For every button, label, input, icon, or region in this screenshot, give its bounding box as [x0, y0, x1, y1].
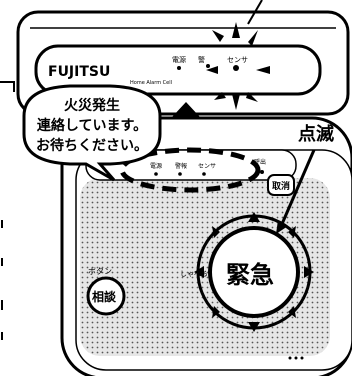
unknown-label: 呼出 [254, 158, 266, 166]
blink-label: 点滅 [298, 123, 334, 145]
cancel-button[interactable]: 取消 [267, 174, 295, 196]
arrow-left-icon [206, 66, 218, 74]
consult-button-label: 相談 [92, 289, 117, 304]
emergency-button-area: 緊急 [194, 212, 314, 332]
highlight-dashed-ellipse: 電源 警報 センサ [119, 147, 261, 193]
small-label-power: 電源 [150, 162, 162, 170]
arrow-left-icon [256, 66, 270, 74]
alarm-indicator-label: 警 [198, 55, 205, 64]
unknown-dot [260, 170, 264, 174]
bubble-line-1: 火災発生 [64, 97, 120, 114]
bubble-line-3: お待ちください。 [36, 137, 148, 154]
consult-button[interactable]: ボタン 相談 [86, 267, 126, 316]
bubble-line-2: 連絡しています。 [37, 117, 147, 134]
brand-logo: FUJITSU [48, 64, 110, 80]
alarm-led [206, 64, 210, 68]
small-label-sensor: センサ [198, 163, 216, 170]
mic-hint: しゃべる [180, 270, 208, 278]
cancel-button-label: 取消 [272, 180, 290, 192]
power-indicator-label: 電源 [172, 55, 186, 64]
sensor-led [233, 65, 239, 71]
power-led [177, 66, 181, 70]
speech-bubble: 火災発生 連絡しています。 お待ちください。 [22, 84, 162, 182]
left-frame-fragment [0, 81, 15, 340]
model-line: Home Alarm Cell [130, 80, 172, 86]
blink-annotation: 点滅 [276, 123, 334, 234]
emergency-button-label: 緊急 [226, 261, 274, 289]
consult-caption: ボタン [88, 267, 112, 276]
emergency-blink-triangles [194, 212, 314, 332]
emergency-button[interactable] [208, 226, 300, 318]
small-label-alarm: 警報 [175, 162, 187, 170]
sensor-blink-rays [212, 0, 263, 110]
sensor-indicator-label: センサ [227, 56, 248, 64]
